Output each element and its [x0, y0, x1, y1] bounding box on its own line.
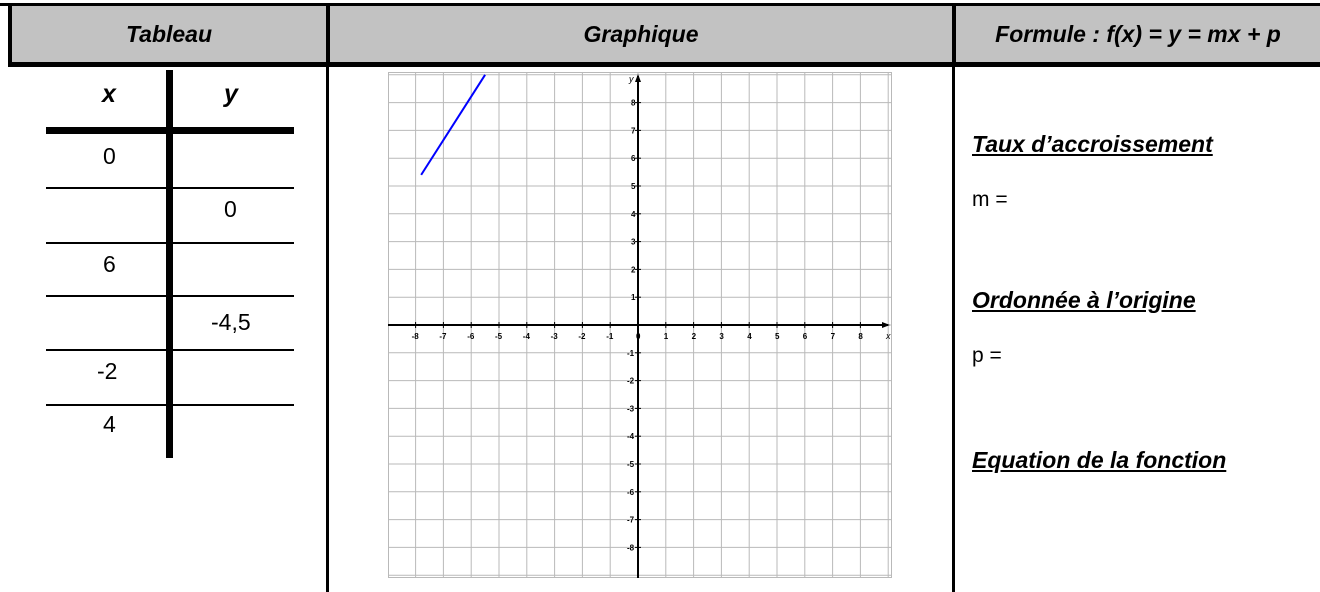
table-header-x: x [102, 80, 116, 108]
table-cell-x: 0 [103, 143, 116, 169]
table-row-divider [46, 404, 294, 406]
y-tick-label: 4 [631, 210, 636, 219]
column-divider-right [952, 67, 955, 592]
x-tick-label: -4 [523, 332, 531, 341]
header-formule-label: Formule : f(x) = y = mx + p [995, 20, 1281, 47]
table-row-divider [46, 295, 294, 297]
x-tick-label: 3 [719, 332, 724, 341]
equation-title: Equation de la fonction [972, 447, 1227, 473]
y-tick-label: -1 [627, 349, 635, 358]
table-header-y: y [224, 80, 238, 108]
x-tick-label: 2 [692, 332, 697, 341]
x-tick-label: -1 [606, 332, 614, 341]
x-tick-label: 0 [636, 332, 641, 341]
y-tick-label: -4 [627, 432, 635, 441]
x-tick-label: -6 [467, 332, 475, 341]
y-axis-label: y [628, 74, 634, 84]
header-graphique-label: Graphique [583, 20, 699, 47]
header-left-border [8, 3, 12, 67]
table-cell-x: -2 [97, 358, 118, 384]
x-tick-label: -5 [495, 332, 503, 341]
y-tick-label: 3 [631, 238, 636, 247]
y-tick-label: 7 [631, 126, 636, 135]
y-tick-label: 1 [631, 293, 636, 302]
x-tick-label: -7 [439, 332, 447, 341]
y-tick-label: 5 [631, 182, 636, 191]
x-tick-label: -2 [578, 332, 586, 341]
x-tick-label: 7 [831, 332, 836, 341]
table-cell-y: -4,5 [211, 309, 251, 335]
series-line [420, 74, 486, 176]
rate-title: Taux d’accroissement [972, 131, 1213, 157]
x-tick-label: 5 [775, 332, 780, 341]
y-tick-label: -2 [627, 377, 635, 386]
x-tick-label: 1 [664, 332, 669, 341]
table-cell-x: 6 [103, 251, 116, 277]
x-tick-label: 6 [803, 332, 808, 341]
table-center-rule [166, 70, 173, 458]
table-row-divider [46, 242, 294, 244]
header-top-border [0, 3, 1320, 6]
x-tick-label: -8 [412, 332, 420, 341]
table-cell-y: 0 [224, 196, 237, 222]
header-tableau-label: Tableau [125, 20, 213, 47]
y-tick-label: 8 [631, 99, 636, 108]
x-tick-label: -3 [551, 332, 559, 341]
intercept-title: Ordonnée à l’origine [972, 287, 1196, 313]
x-tick-label: 4 [747, 332, 752, 341]
y-tick-label: -5 [627, 460, 635, 469]
graph-axes: xy [388, 74, 891, 578]
header-divider-1 [326, 3, 330, 67]
header-divider-2 [952, 3, 956, 67]
x-axis-arrow [882, 322, 890, 328]
table-row-divider [46, 349, 294, 351]
y-tick-label: -6 [627, 488, 635, 497]
y-axis-arrow [635, 74, 641, 82]
column-divider-left [326, 67, 329, 592]
table-row-divider [46, 187, 294, 189]
m-label: m = [972, 188, 1008, 211]
x-tick-label: 8 [858, 332, 863, 341]
y-tick-label: -7 [627, 516, 635, 525]
y-tick-label: -3 [627, 404, 635, 413]
header-graphique: Graphique [330, 6, 952, 62]
header-bottom-border [8, 62, 1320, 67]
graph-series [420, 74, 486, 176]
y-tick-label: 2 [631, 265, 636, 274]
y-tick-label: 6 [631, 154, 636, 163]
header-row: Tableau Graphique Formule : f(x) = y = m… [0, 0, 1320, 67]
table-cell-x: 4 [103, 411, 116, 437]
x-axis-label: x [885, 331, 891, 341]
header-formule: Formule : f(x) = y = mx + p [956, 6, 1320, 62]
header-tableau: Tableau [12, 6, 326, 62]
p-label: p = [972, 344, 1002, 367]
y-tick-label: -8 [627, 543, 635, 552]
